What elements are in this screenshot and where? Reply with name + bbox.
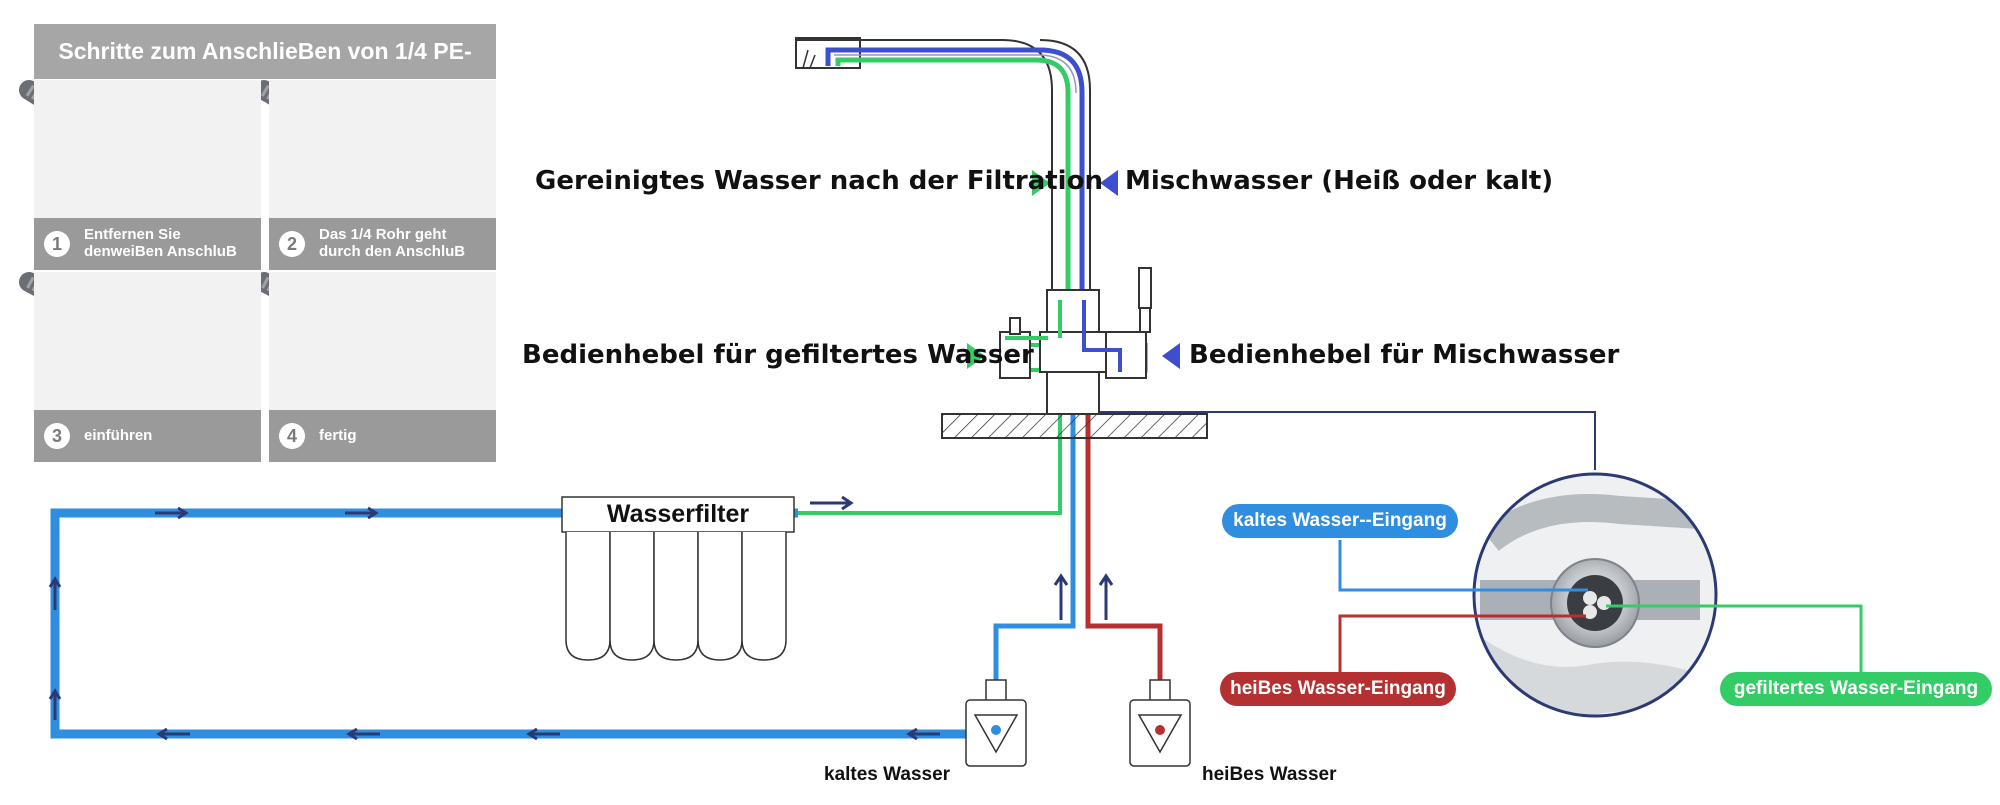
filtered-lever-callout: Bedienhebel für gefiltertes Wasser xyxy=(522,340,1034,370)
green-pointer-icon xyxy=(967,343,985,369)
water-filter-label: Wasserfilter xyxy=(606,500,750,528)
detail-leaders xyxy=(1338,540,1863,672)
hot-indicator xyxy=(1155,725,1165,735)
flow-arrow xyxy=(155,506,189,520)
blue-pointer-icon xyxy=(1162,343,1180,369)
step-3: 3 einführen xyxy=(34,272,261,462)
countertop xyxy=(941,413,1208,439)
step-2: 2 Das 1/4 Rohr geht durch den AnschluB xyxy=(269,80,496,270)
step-label: einführen xyxy=(84,427,153,444)
faucet xyxy=(795,37,1152,415)
flow-arrow xyxy=(346,727,380,741)
step-1: 1 Entfernen Sie denweiBen AnschluB xyxy=(34,80,261,270)
blue-pointer-icon xyxy=(1100,170,1118,196)
hot-inlet-badge: heiBes Wasser-Eingang xyxy=(1220,672,1456,706)
step-number: 3 xyxy=(44,423,70,449)
hot-valve xyxy=(1129,679,1191,767)
flow-arrow xyxy=(48,688,62,720)
step-bar: 2 Das 1/4 Rohr geht durch den AnschluB xyxy=(269,218,496,270)
step-label: Das 1/4 Rohr geht durch den AnschluB xyxy=(319,226,466,260)
step-bar: 4 fertig xyxy=(269,410,496,462)
step-number: 1 xyxy=(44,231,70,257)
step-bar: 1 Entfernen Sie denweiBen AnschluB xyxy=(34,218,261,270)
flow-arrow xyxy=(48,576,62,610)
step-number: 2 xyxy=(279,231,305,257)
filtered-inlet-badge: gefiltertes Wasser-Eingang xyxy=(1720,672,1992,706)
flow-arrow xyxy=(1098,573,1114,620)
hot-water-caption: heiBes Wasser xyxy=(1202,764,1337,785)
step-label: fertig xyxy=(319,427,357,444)
cold-inlet-badge: kaltes Wasser--Eingang xyxy=(1222,504,1458,538)
mixed-water-callout: Mischwasser (Heiß oder kalt) xyxy=(1125,166,1554,196)
step-number: 4 xyxy=(279,423,305,449)
step-4: 4 fertig xyxy=(269,272,496,462)
step-bar: 3 einführen xyxy=(34,410,261,462)
mixed-lever-callout: Bedienhebel für Mischwasser xyxy=(1189,340,1620,370)
purified-water-callout: Gereinigtes Wasser nach der Filtration xyxy=(535,166,1103,196)
inlet-detail xyxy=(1472,472,1718,718)
flow-arrow xyxy=(810,495,854,511)
cold-water-loop xyxy=(50,508,970,739)
steps-panel-title: Schritte zum AnschlieBen von 1/4 PE-Rohr xyxy=(34,24,496,119)
detail-leader-line xyxy=(1100,411,1596,470)
cold-valve xyxy=(965,679,1027,767)
flow-arrow xyxy=(906,727,940,741)
cold-water-caption: kaltes Wasser xyxy=(824,764,951,785)
flow-arrow xyxy=(1053,573,1069,620)
cold-indicator xyxy=(991,725,1001,735)
green-pointer-icon xyxy=(1032,170,1050,196)
flow-arrow xyxy=(156,727,190,741)
flow-arrows xyxy=(48,495,1114,741)
flow-arrow xyxy=(345,506,379,520)
step-label: Entfernen Sie denweiBen AnschluB xyxy=(84,226,237,260)
water-filter xyxy=(561,496,795,661)
cold-supply-pipe xyxy=(993,356,1076,680)
flow-arrow xyxy=(526,727,560,741)
